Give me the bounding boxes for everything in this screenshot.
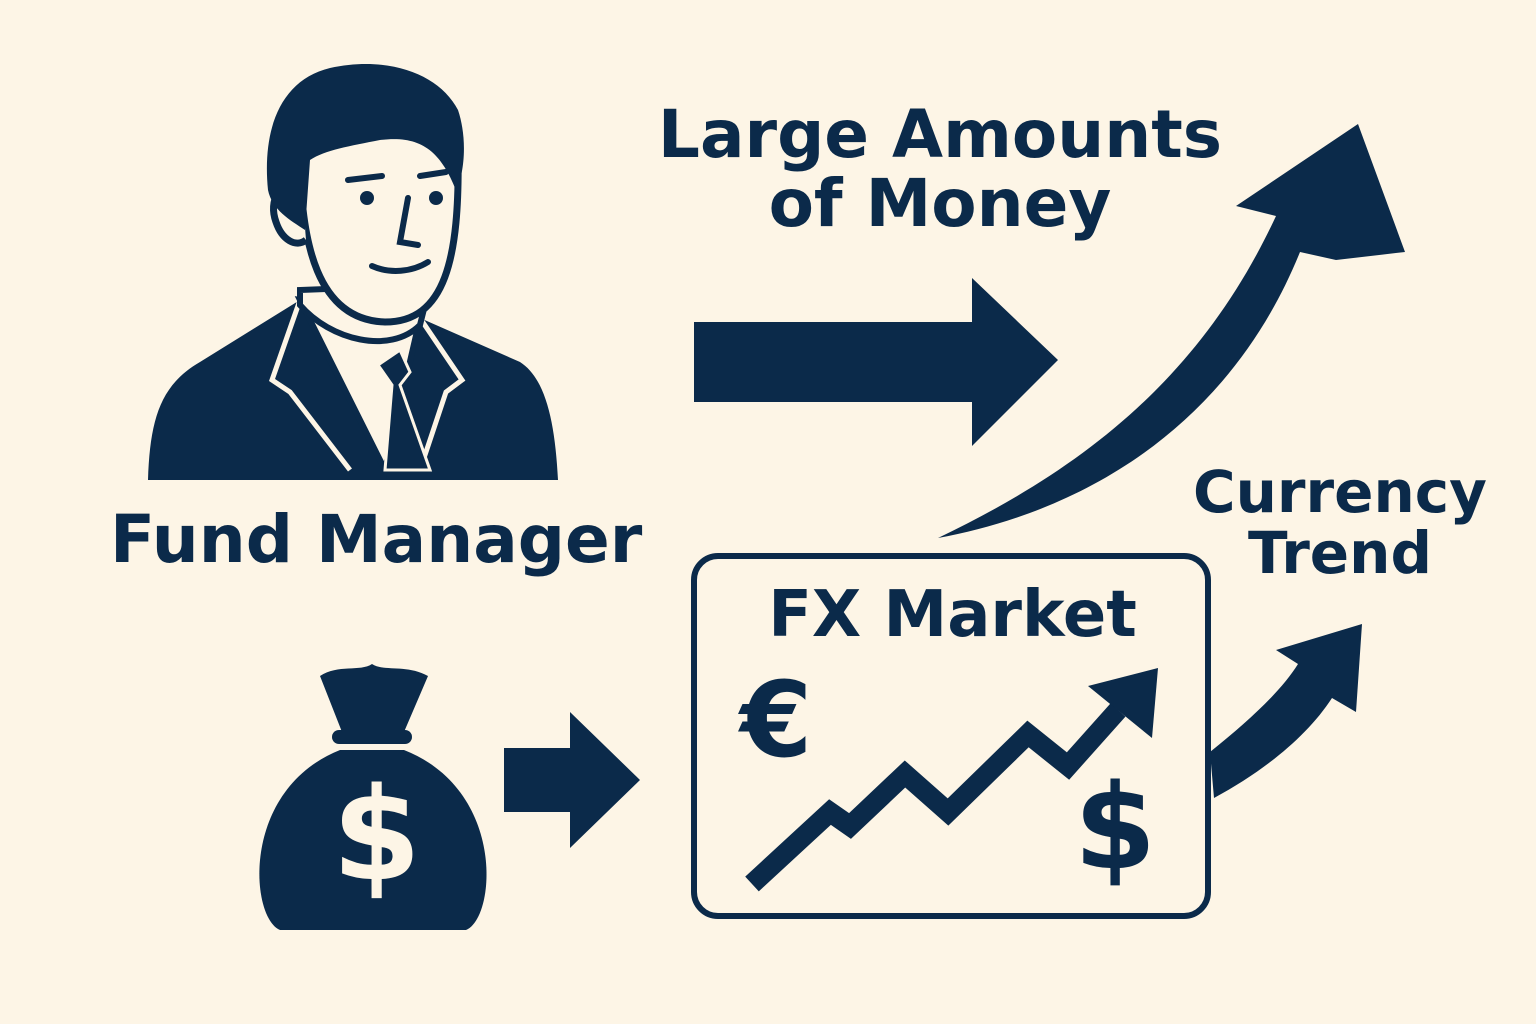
currency-trend-line-2: Trend — [1248, 518, 1432, 587]
small-right-arrow-icon — [504, 712, 640, 848]
fx-trend-line-icon — [745, 668, 1158, 892]
fund-manager-label: Fund Manager — [110, 505, 642, 574]
fund-manager-icon — [148, 64, 558, 480]
currency-trend-line-1: Currency — [1193, 458, 1487, 526]
currency-trend-label: Currency Trend — [1190, 462, 1490, 584]
large-right-arrow-icon — [694, 278, 1058, 446]
dollar-fx-icon: $ — [1074, 758, 1157, 896]
fund-manager-text: Fund Manager — [110, 501, 643, 578]
big-curved-up-arrow-icon — [938, 124, 1405, 538]
fx-market-label: FX Market — [700, 581, 1205, 649]
dollar-bag-icon: $ — [332, 761, 422, 910]
currency-trend-arrow-icon — [1210, 624, 1362, 798]
euro-icon: € — [740, 659, 813, 781]
large-amounts-line-1: Large Amounts — [657, 96, 1223, 173]
money-bag-icon — [259, 664, 487, 930]
large-amounts-label: Large Amounts of Money — [640, 100, 1240, 239]
fx-market-box — [691, 553, 1211, 919]
large-amounts-line-2: of Money — [768, 165, 1112, 243]
fx-market-text: FX Market — [768, 578, 1137, 652]
